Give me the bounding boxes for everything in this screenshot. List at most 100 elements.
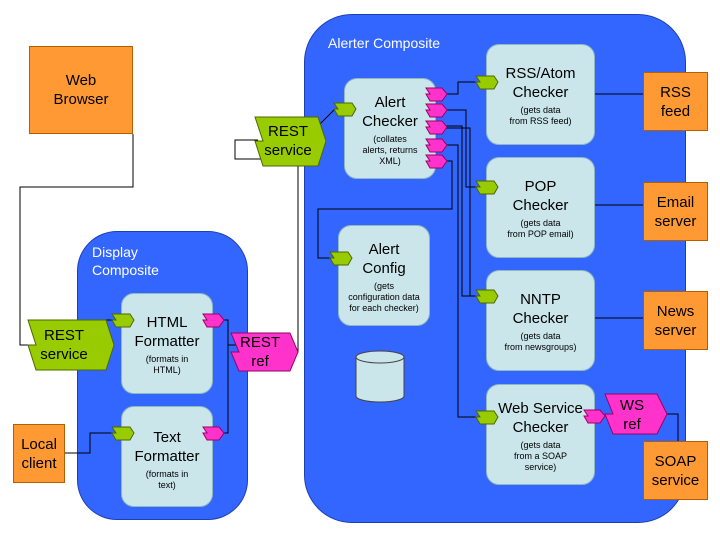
alert-config-sub-1: (gets — [373, 281, 394, 291]
alert-config-sub-3: for each checker) — [349, 303, 419, 313]
html-formatter-sub-1: (formats in — [145, 354, 189, 364]
alerter-rest-service-label: REST service — [260, 122, 316, 160]
rest-ref-icon — [230, 332, 299, 372]
web-browser-node: Web Browser — [29, 46, 133, 134]
html-service-port-icon — [111, 313, 135, 328]
ws-ref-label: WS ref — [610, 396, 654, 434]
web-browser-line2: Browser — [53, 91, 109, 108]
rest-ref-label: REST ref — [234, 333, 286, 371]
display-composite-title-line2: Composite — [92, 262, 159, 278]
nntp-checker-sub-2: from newsgroups) — [504, 342, 577, 352]
text-service-port-icon — [111, 426, 135, 441]
ws-service-port-icon — [475, 410, 499, 425]
ws-checker-title-2: Checker — [512, 419, 569, 436]
soap-service-line1: SOAP — [654, 452, 697, 470]
email-server-node: Email server — [643, 182, 708, 241]
text-formatter-component: Text Formatter (formats in text) — [121, 406, 213, 507]
display-rest-service-line2: service — [40, 346, 88, 363]
wire-service-alert-checker — [319, 108, 336, 125]
news-server-line2: server — [654, 321, 697, 339]
wire-alert-rss — [446, 81, 476, 95]
rss-feed-line2: feed — [660, 102, 691, 120]
alerter-rest-service-line1: REST — [267, 123, 308, 140]
html-formatter-title-1: HTML — [146, 314, 188, 331]
alert-config-title-1: Alert — [368, 241, 400, 258]
pop-service-port-icon — [475, 180, 499, 195]
html-formatter-component: HTML Formatter (formats in HTML) — [121, 293, 213, 394]
alert-ref-port-3-icon — [425, 120, 448, 135]
alert-ref-port-1-icon — [425, 87, 448, 102]
wire-alert-nntp-a — [446, 125, 476, 297]
alert-config-sub-2: configuration data — [348, 292, 420, 302]
soap-service-node: SOAP service — [643, 441, 708, 500]
local-client-line2: client — [21, 454, 57, 472]
alerter-rest-service-line2: service — [264, 142, 312, 159]
display-composite-title-line1: Display — [92, 244, 138, 260]
text-formatter-sub-1: (formats in — [145, 469, 189, 479]
nntp-service-port-icon — [475, 289, 499, 304]
wire-alert-pop — [446, 109, 476, 188]
alert-config-component: Alert Config (gets configuration data fo… — [338, 225, 430, 326]
wire-wsref-soap — [665, 413, 679, 441]
rss-feed-line1: RSS — [660, 83, 691, 101]
display-rest-service-icon — [27, 319, 115, 371]
rss-checker-component: RSS/Atom Checker (gets data from RSS fee… — [486, 44, 595, 145]
alert-config-title-2: Config — [362, 260, 406, 277]
ws-ref-line2: ref — [623, 416, 641, 433]
email-server-line2: server — [654, 212, 697, 230]
nntp-checker-sub-1: (gets data — [520, 331, 561, 341]
ws-checker-component: Web Service Checker (gets data from a SO… — [486, 384, 595, 485]
display-rest-service-line1: REST — [43, 327, 84, 344]
rss-service-port-icon — [475, 75, 499, 90]
rss-checker-title-2: Checker — [512, 84, 569, 101]
rest-ref-line2: ref — [251, 353, 269, 370]
wire-alert-config — [317, 160, 453, 259]
alert-ref-port-5-icon — [425, 154, 448, 169]
nntp-checker-title-1: NNTP — [520, 291, 561, 308]
wire-html-out — [222, 319, 238, 346]
pop-checker-sub-2: from POP email) — [507, 229, 574, 239]
rss-feed-node: RSS feed — [643, 72, 708, 131]
soap-service-line2: service — [651, 471, 700, 489]
wire-alert-ws — [446, 144, 476, 418]
display-rest-service-label: REST service — [36, 326, 92, 364]
alert-checker-sub-3: XML) — [379, 156, 401, 166]
alert-ref-port-4-icon — [425, 138, 448, 153]
ws-checker-sub-2: from a SOAP — [513, 451, 567, 461]
web-browser-line1: Web — [65, 72, 97, 89]
html-formatter-title-2: Formatter — [134, 333, 200, 350]
alert-checker-component: Alert Checker (collates alerts, returns … — [344, 78, 436, 179]
alert-checker-sub-2: alerts, returns — [362, 145, 418, 155]
ws-checker-sub-1: (gets data — [520, 440, 561, 450]
ws-checker-title-1: Web Service — [498, 400, 583, 417]
news-server-line1: News — [656, 302, 695, 320]
ws-ref-icon — [604, 393, 668, 435]
html-ref-port-icon — [202, 313, 225, 328]
alert-checker-title-1: Alert — [374, 94, 406, 111]
nntp-checker-title-2: Checker — [512, 310, 569, 327]
rest-ref-line1: REST — [239, 334, 280, 351]
display-composite-title: Display Composite — [92, 243, 159, 279]
text-formatter-sub-2: text) — [158, 480, 176, 490]
ws-checker-sub-3: service) — [524, 462, 557, 472]
wire-local-client-text-formatter — [65, 432, 112, 454]
alert-checker-service-port-icon — [333, 102, 357, 117]
local-client-line1: Local — [21, 435, 57, 453]
pop-checker-component: POP Checker (gets data from POP email) — [486, 157, 595, 258]
alerter-composite-title: Alerter Composite — [328, 35, 441, 51]
text-formatter-title-1: Text — [153, 429, 181, 446]
alerter-rest-service-icon — [254, 116, 327, 167]
wire-browser-display-service — [19, 134, 134, 346]
alert-ref-port-2-icon — [425, 103, 448, 118]
rss-checker-sub-2: from RSS feed) — [509, 116, 572, 126]
pop-checker-title-2: Checker — [512, 197, 569, 214]
pop-checker-title-1: POP — [524, 178, 557, 195]
pop-checker-sub-1: (gets data — [520, 218, 561, 228]
text-formatter-title-2: Formatter — [134, 448, 200, 465]
alert-checker-title-2: Checker — [362, 113, 418, 130]
alert-checker-sub-1: (collates — [373, 134, 407, 144]
local-client-node: Local client — [13, 424, 65, 483]
